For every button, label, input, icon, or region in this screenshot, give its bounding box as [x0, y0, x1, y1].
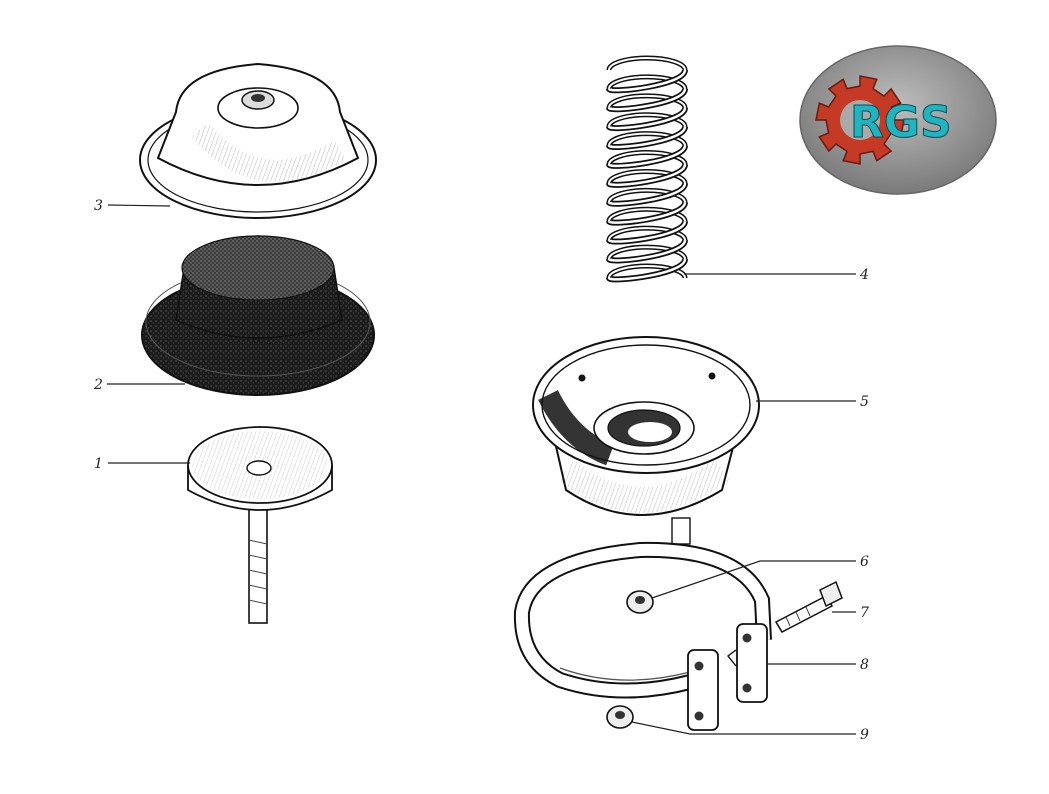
leader-lines — [107, 204, 856, 735]
callout-8: 8 — [860, 657, 869, 673]
callout-2: 2 — [93, 377, 103, 393]
spring-coil-back-highlight — [608, 208, 686, 222]
spring-coil-back-highlight — [608, 113, 686, 127]
spring-coil-back-highlight — [608, 94, 686, 108]
spring-coil-back-highlight — [608, 227, 686, 241]
spring-coil-back-highlight — [608, 132, 686, 146]
spring-coil-back — [606, 55, 688, 71]
spring-coil-back-highlight — [608, 170, 686, 184]
spring-coil-front-highlight — [607, 201, 687, 224]
callout-3: 3 — [94, 198, 103, 214]
part-4-spring — [606, 55, 688, 283]
spring-coil-front-highlight — [607, 258, 687, 281]
leader-3 — [107, 204, 171, 207]
spring-coil-front-highlight — [607, 145, 687, 168]
part-5-housing — [532, 336, 760, 545]
rgs-logo: RGS — [799, 45, 997, 195]
leader-9 — [631, 721, 856, 735]
spring-coil-front-highlight — [607, 220, 687, 243]
spring-coil-front-highlight — [607, 182, 687, 205]
callout-4: 4 — [859, 267, 869, 283]
part-3-cover — [139, 62, 377, 219]
part-7-bolt — [774, 580, 843, 633]
callout-9: 9 — [860, 727, 869, 743]
logo-text: RGS — [850, 97, 952, 148]
callout-6: 6 — [860, 554, 869, 570]
part-6-nut — [626, 590, 654, 614]
part-8-clamp-ring — [513, 541, 772, 731]
spring-coil-front-highlight — [607, 107, 687, 130]
spring-coil-back-highlight — [608, 57, 686, 71]
leader-6 — [651, 560, 856, 599]
spring-coil-front-highlight — [607, 126, 687, 149]
gear-hole — [840, 100, 880, 140]
callout-labels: 3 2 1 4 5 6 7 8 9 — [93, 198, 869, 743]
callout-7: 7 — [860, 605, 869, 621]
part-2-diaphragm — [141, 235, 375, 396]
spring-coil-back-highlight — [608, 75, 686, 90]
gear-icon — [815, 75, 905, 165]
part-1-plate-rod — [187, 426, 333, 624]
spring-coil-front-highlight — [607, 239, 687, 262]
spring-coil-front-highlight — [607, 164, 687, 187]
spring-coil-back-highlight — [608, 246, 686, 260]
part-9-nut — [606, 705, 634, 729]
callout-1: 1 — [94, 456, 103, 472]
spring-coil-back-highlight — [608, 189, 686, 203]
spring-coil-back-highlight — [608, 151, 686, 165]
spring-coil-front-highlight — [607, 69, 687, 92]
spring-coil-back-highlight — [608, 265, 686, 279]
callout-5: 5 — [860, 394, 869, 410]
spring-coil-front-highlight — [607, 88, 687, 111]
